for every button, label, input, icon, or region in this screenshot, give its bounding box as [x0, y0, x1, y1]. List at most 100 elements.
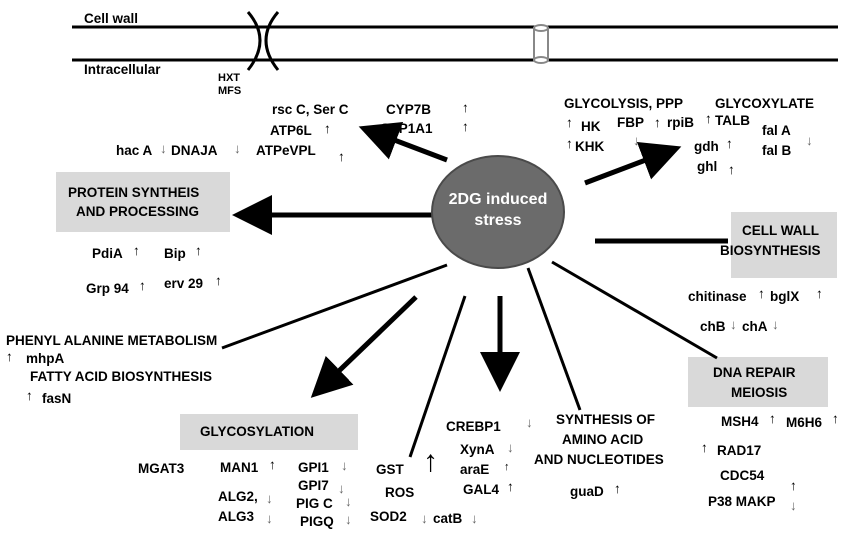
gene-rpib: rpiB: [667, 115, 694, 130]
line-to-phenyl: [221, 263, 448, 350]
down-arrow: ↓: [345, 512, 352, 527]
amino-title-3: AND NUCLEOTIDES: [534, 452, 664, 467]
down-arrow: ↓: [790, 498, 797, 513]
up-arrow: ↑: [26, 388, 33, 403]
down-arrow: ↓: [266, 511, 273, 526]
up-arrow: ↑: [728, 162, 735, 177]
intracellular-label: Intracellular: [84, 62, 161, 77]
glycosylation-title: GLYCOSYLATION: [200, 424, 315, 439]
up-arrow: ↑: [566, 115, 573, 130]
up-arrow: ↑: [195, 243, 202, 258]
up-arrow: ↑: [790, 478, 797, 493]
gene-gst: GST: [376, 462, 404, 477]
down-arrow: ↓: [730, 317, 737, 332]
line-to-amino: [526, 267, 582, 411]
gene-chitinase: chitinase: [688, 289, 747, 304]
gene-m6h6: M6H6: [786, 415, 823, 430]
up-arrow: ↑: [133, 243, 140, 258]
line-to-oxidative: [408, 295, 467, 458]
up-arrow: ↑: [462, 119, 469, 134]
phenyl-title: PHENYL ALANINE METABOLISM: [6, 333, 218, 348]
protein-title-1: PROTEIN SYNTHEIS: [68, 185, 200, 200]
gene-crebp1: CREBP1: [446, 419, 501, 434]
gene-pigq: PIGQ: [300, 514, 334, 529]
down-arrow: ↓: [345, 494, 352, 509]
gene-fbp: FBP: [617, 115, 644, 130]
center-ellipse: [431, 155, 565, 269]
protein-title-box: [56, 172, 230, 232]
center-label-1: 2DG induced: [448, 191, 548, 208]
gene-sod2: SOD2: [370, 509, 407, 524]
gene-cyp7b: CYP7B: [386, 102, 432, 117]
gene-atp6l: ATP6L: [270, 123, 312, 138]
gene-bglx: bglX: [770, 289, 800, 304]
transporter-label-2: MFS: [218, 85, 242, 97]
gene-mhpa: mhpA: [26, 351, 65, 366]
gene-chb: chB: [700, 319, 726, 334]
up-arrow: ↑: [215, 273, 222, 288]
up-arrow: ↑: [758, 286, 765, 301]
up-arrow: ↑: [269, 457, 276, 472]
gene-gpi7: GPI7: [298, 478, 329, 493]
transporter-right-bracket: [264, 11, 280, 71]
protein-title-2: AND PROCESSING: [76, 204, 200, 219]
cellwall-title-box: [731, 212, 837, 278]
up-arrow: ↑: [462, 100, 469, 115]
up-arrow: ↑: [507, 479, 514, 494]
gene-gal4: GAL4: [463, 482, 500, 497]
gene-mgat3: MGAT3: [138, 461, 185, 476]
gene-ros: ROS: [385, 485, 415, 500]
up-arrow: ↑: [832, 411, 839, 426]
up-arrow: ↑: [654, 115, 661, 130]
gene-man1: MAN1: [220, 460, 259, 475]
arrow-top-left: [358, 121, 448, 163]
center-label-2: stress: [474, 212, 522, 229]
fatty-title: FATTY ACID BIOSYNTHESIS: [30, 369, 213, 384]
gene-khk: KHK: [575, 139, 605, 154]
gene-fala: fal A: [762, 123, 791, 138]
line-to-dna: [551, 260, 718, 360]
up-arrow: ↑: [338, 149, 345, 164]
up-arrow: ↑: [6, 349, 13, 364]
gene-p38: P38 MAKP: [708, 494, 776, 509]
gene-rsc-serc: rsc C, Ser C: [272, 102, 349, 117]
gene-pigc: PIG C: [296, 496, 333, 511]
down-arrow: ↓: [160, 141, 167, 156]
up-arrow: ↑: [614, 481, 621, 496]
gene-catb: catB: [433, 511, 463, 526]
up-arrow: ↑: [726, 136, 733, 151]
up-arrow-large: ↑: [423, 445, 438, 478]
dna-title-1: DNA REPAIR: [713, 365, 796, 380]
gene-erv29: erv 29: [164, 276, 204, 291]
glycosylation-title-box: [180, 414, 358, 450]
gene-grp94: Grp 94: [86, 281, 129, 296]
down-arrow: ↓: [471, 511, 478, 526]
cellwall-title-2: BIOSYNTHESIS: [720, 243, 821, 258]
gene-gdh: gdh: [694, 139, 719, 154]
up-arrow: ↑: [139, 278, 146, 293]
gene-fasn: fasN: [42, 391, 72, 406]
down-arrow: ↓: [633, 133, 640, 148]
gene-gpi1: GPI1: [298, 460, 329, 475]
down-arrow: ↓: [507, 440, 514, 455]
gene-bip: Bip: [164, 246, 186, 261]
down-arrow: ↓: [421, 511, 428, 526]
amino-title-2: AMINO ACID: [562, 432, 644, 447]
arrow-top-right: [584, 141, 682, 186]
dna-title-2: MEIOSIS: [731, 385, 788, 400]
gene-arae: araE: [460, 462, 490, 477]
transporter-label-1: HXT: [218, 72, 240, 84]
down-arrow: ↓: [341, 458, 348, 473]
gene-atpevpl: ATPeVPL: [256, 143, 316, 158]
gene-ghl: ghl: [697, 159, 718, 174]
gene-rad17: RAD17: [717, 443, 762, 458]
gene-alg3: ALG3: [218, 509, 255, 524]
gene-haca: hac A: [116, 143, 153, 158]
gene-msh4: MSH4: [721, 414, 759, 429]
amino-title-1: SYNTHESIS OF: [556, 412, 656, 427]
gene-pdia: PdiA: [92, 246, 123, 261]
down-arrow: ↓: [234, 141, 241, 156]
up-arrow: ↑: [769, 411, 776, 426]
